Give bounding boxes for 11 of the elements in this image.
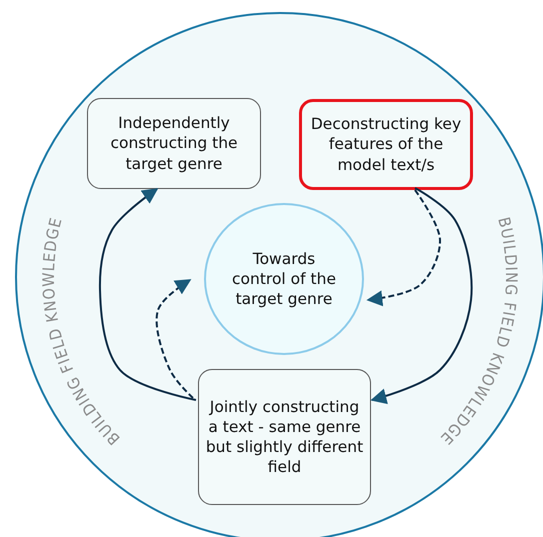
cycle-arrow bbox=[370, 187, 473, 404]
step-text: Deconstructing key features of the model text/s bbox=[310, 114, 462, 175]
cycle-arrow bbox=[366, 189, 441, 306]
cycle-arrow bbox=[98, 188, 196, 401]
step-text: Towards control of the target genre bbox=[231, 248, 337, 310]
step-text: Jointly constructing a text - same genre but slightly different field bbox=[204, 396, 364, 478]
step-box bbox=[87, 98, 261, 189]
cycle-arrow bbox=[156, 279, 194, 399]
highlighted-step-box bbox=[299, 99, 473, 190]
step-text: Independently constructing the target genre bbox=[109, 113, 239, 174]
step-box bbox=[198, 369, 371, 505]
